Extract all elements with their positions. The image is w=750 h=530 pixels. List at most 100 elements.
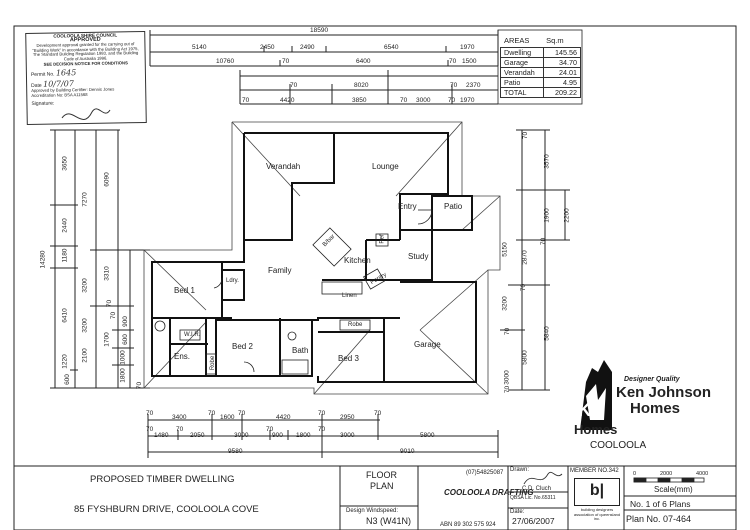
logo-mark-graphic [580,360,612,430]
dim-top-7: 70 [282,58,290,65]
dim-bottom-20: 5800 [420,432,435,439]
scale-tick-2: 4000 [696,471,709,477]
dim-left-8: 3200 [81,278,89,293]
dim-overall-depth: 14280 [39,250,47,269]
logo-tagline: Designer Quality [624,376,680,383]
area-value: 145.56 [543,47,581,58]
dim-top-16: 4420 [280,97,295,104]
area-value: 4.95 [543,77,581,88]
dim-right-2: 3570 [543,154,551,169]
drawn-label: Drawn: [510,467,530,473]
logo-location: COOLOOLA [590,440,647,451]
stamp-permit-label: Permit No. [30,71,55,79]
dim-top-2: 2450 [260,44,275,51]
dim-bottom-19: 3000 [340,432,355,439]
dim-bottom-21: 9580 [228,448,243,455]
dim-top-5: 1970 [460,44,475,51]
dim-top-13: 70 [450,82,458,89]
dim-bottom-10: 70 [146,426,154,433]
dim-bottom-11: 1480 [154,432,169,439]
dim-top-12: 8020 [354,82,369,89]
dim-right-8: 2870 [521,250,529,265]
area-name: Garage [500,57,544,68]
dim-right-5: 70 [540,237,548,246]
dim-top-19: 3000 [416,97,431,104]
drawn-name: C.D. Cluch [522,486,552,492]
room-garage: Garage [414,340,441,349]
dim-top-11: 70 [290,82,298,89]
area-value: 209.22 [543,87,581,98]
area-name: TOTAL [500,87,544,98]
sheet-number: No. 1 of 6 Plans [630,499,691,509]
dim-right-13: 3000 [503,370,511,385]
windspeed-label: Design Windspeed: [346,508,399,514]
room-patio: Patio [444,202,463,211]
dim-bottom-8: 2950 [340,414,355,421]
scale-tick-0: 0 [633,471,637,477]
date-label: Date: [510,509,525,515]
bdaq-logo-glyph: b| [589,482,605,499]
dim-left-5: 1220 [61,354,69,369]
dim-left-2: 2440 [61,218,69,233]
dim-top-6: 10760 [216,58,235,65]
dim-right-3: 1900 [543,208,551,223]
dim-top-21: 1970 [460,97,475,104]
dim-right-6: 5150 [501,242,509,257]
area-value: 34.70 [543,57,581,68]
drafting-abn: ABN 89 302 575 924 [440,522,496,528]
room-robe2: Robe [348,322,363,328]
drafting-phone: (07)54825087 [466,470,504,476]
dim-bottom-12: 70 [176,426,184,433]
dim-left-12: 3310 [103,266,111,281]
council-approval-stamp: COOLOOLA SHIRE COUNCIL APPROVED Developm… [25,30,147,126]
dim-top-1: 5140 [192,44,207,51]
dim-left-20: 70 [136,381,144,390]
dim-bottom-2: 3400 [172,414,187,421]
dim-bottom-7: 70 [318,410,326,417]
room-ldry: Ldry. [226,278,239,284]
dim-top-14: 2370 [466,82,481,89]
dim-left-14: 1700 [103,332,111,347]
room-robe1: Robe [210,355,217,371]
dim-overall-width: 18590 [310,27,329,34]
drafting-name: COOLOOLA DRAFTING [444,488,534,497]
logo-brand-2: Homes [630,400,681,417]
dim-bottom-9: 70 [374,410,382,417]
member-number: MEMBER NO.342 [570,468,619,474]
sheet-type-1: FLOOR [366,470,398,480]
qbsa-licence: QBSA Lic. No.65311 [510,495,556,501]
room-verandah: Verandah [266,162,301,171]
room-entry: Entry [398,202,417,211]
areas-header-label: AREAS [504,36,530,45]
dim-left-15: 70 [110,311,118,320]
area-name: Patio [500,77,544,88]
dim-top-3: 2490 [300,44,315,51]
dim-top-20: 70 [448,97,456,104]
dim-top-17: 3850 [352,97,367,104]
dim-right-12: 70 [504,327,512,336]
room-ens: Ens. [174,352,191,361]
dim-right-11: 5840 [543,326,551,341]
dim-bottom-5: 70 [238,410,246,417]
room-bed2: Bed 2 [232,342,253,351]
dim-bottom-14: 3000 [234,432,249,439]
logo-brand: Ken Johnson [616,384,712,401]
scale-tick-1: 2000 [660,471,673,477]
dim-top-10: 1500 [462,58,477,65]
project-title: PROPOSED TIMBER DWELLING [90,474,235,485]
dim-bottom-22: 9010 [400,448,415,455]
area-name: Verandah [500,67,544,78]
dim-right-14: 70 [504,385,512,394]
dim-left-1: 3650 [61,156,69,171]
dim-left-3: 1180 [61,248,69,263]
stamp-notice: SEE DECISION NOTICE FOR CONDITIONS [43,60,128,68]
date-value: 27/06/2007 [512,516,555,526]
dim-bottom-1: 70 [146,410,154,417]
area-value: 24.01 [543,67,581,78]
dim-top-4: 6540 [384,44,399,51]
